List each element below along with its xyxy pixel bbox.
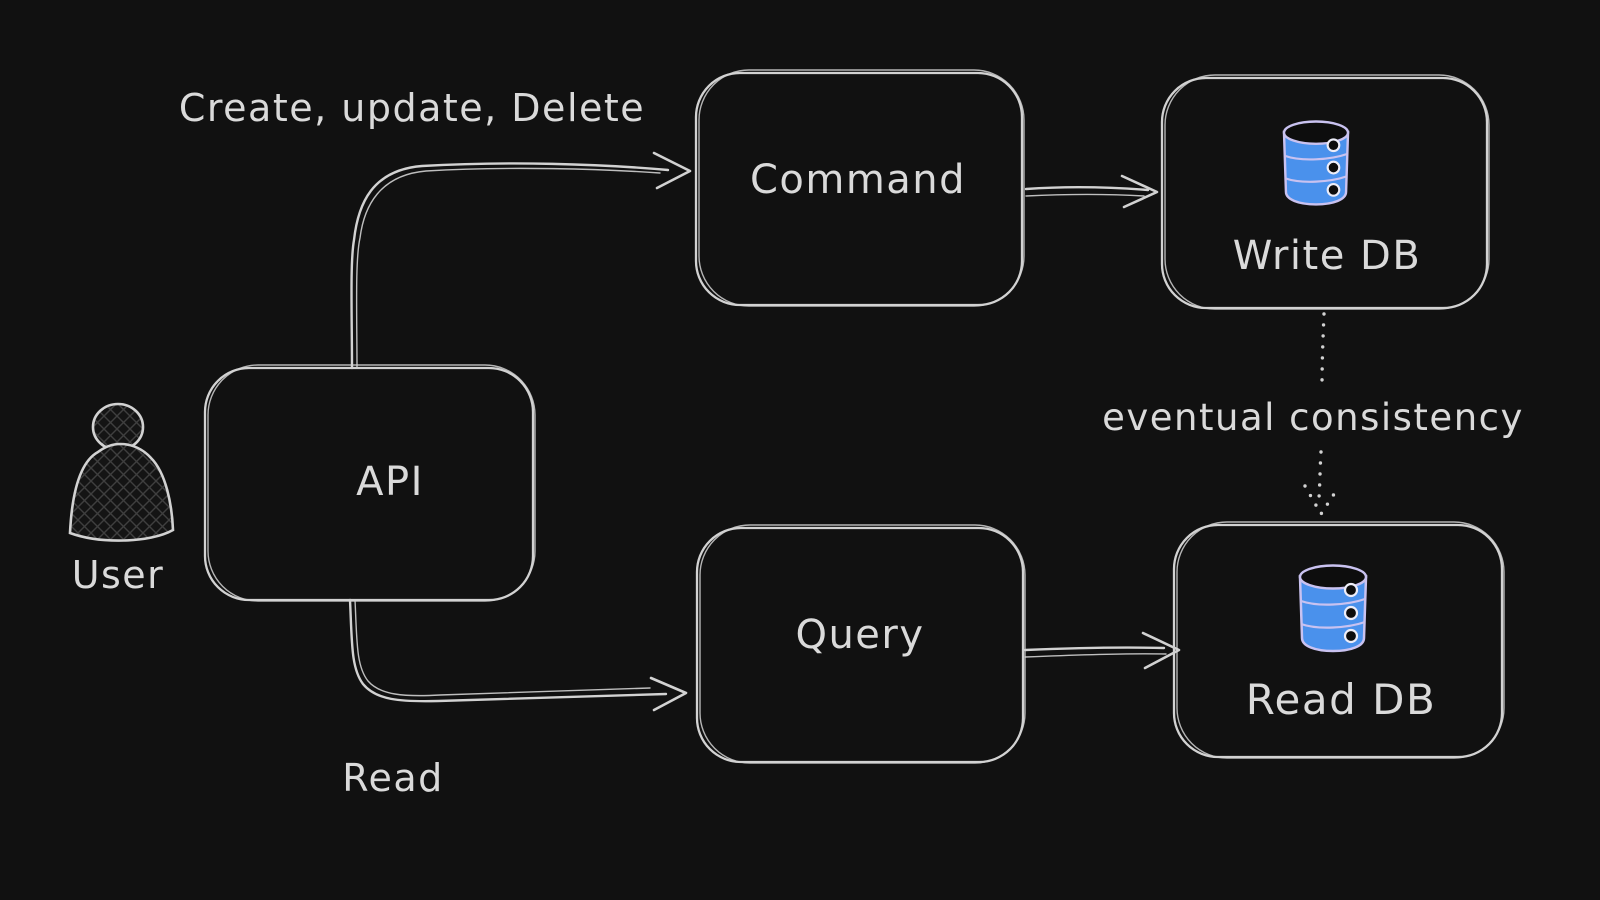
write-db-node: Write DB [1160, 74, 1490, 310]
user-label: User [72, 553, 165, 597]
edge-api-to-command [350, 151, 692, 370]
write-db-label: Write DB [1233, 233, 1422, 279]
user-node: User [68, 402, 175, 597]
api-node: API [203, 364, 536, 602]
read-db-node: Read DB [1172, 521, 1505, 759]
command-label: Command [750, 157, 966, 203]
read-db-label: Read DB [1246, 675, 1437, 724]
query-node: Query [695, 524, 1026, 764]
edge-api-to-query [348, 598, 688, 712]
database-icon [1298, 564, 1368, 653]
edge-label-read: Read [342, 756, 443, 800]
command-node: Command [694, 69, 1025, 307]
edge-command-to-write-db [1024, 174, 1159, 209]
edge-query-to-read-db [1023, 631, 1181, 670]
database-icon [1282, 120, 1350, 206]
edge-write-db-to-read-db [1303, 312, 1340, 518]
api-label: API [356, 459, 424, 505]
person-icon [68, 402, 175, 542]
edge-label-eventual-consistency: eventual consistency [1102, 396, 1524, 439]
edge-label-create-update-delete: Create, update, Delete [179, 86, 645, 130]
query-label: Query [795, 612, 924, 658]
